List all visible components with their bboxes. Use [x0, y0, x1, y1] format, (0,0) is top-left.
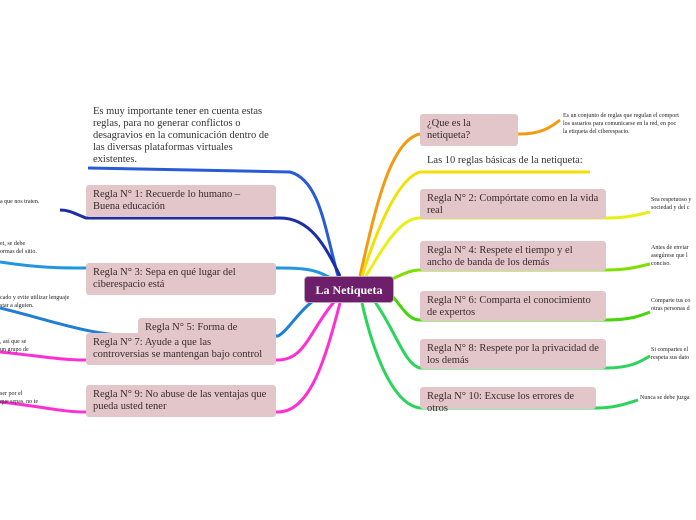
branch-subtitle	[360, 170, 590, 277]
question-node[interactable]: ¿Que es la netiqueta?	[420, 114, 518, 146]
rule-7-node[interactable]: Regla N° 7: Ayude a que las controversia…	[86, 333, 276, 365]
rule-10-note: Nunca se debe juzga	[640, 395, 690, 401]
intro-text[interactable]: Es muy importante tener en cuenta estas …	[93, 106, 269, 165]
rule-9-node[interactable]: Regla N° 9: No abuse de las ventajas que…	[86, 385, 276, 417]
rule-3-node[interactable]: Regla N° 3: Sepa en qué lugar del cibere…	[86, 263, 276, 295]
rule-10-node[interactable]: Regla N° 10: Excuse los errores de otros	[420, 387, 596, 414]
question-note: Es un conjunto de reglas que regulan el …	[563, 113, 679, 135]
branch-rule-1	[59, 208, 342, 277]
rule-1-node[interactable]: Regla N° 1: Recuerde lo humano – Buena e…	[86, 185, 276, 217]
rule-8-node[interactable]: Regla N° 8: Respete por la privacidad de…	[420, 339, 606, 369]
central-topic[interactable]: La Netiqueta	[304, 276, 394, 303]
branch-question	[358, 118, 561, 277]
rule-2-node[interactable]: Regla N° 2: Compórtate como en la vida r…	[420, 189, 606, 219]
branch-rule-10	[360, 302, 639, 410]
branch-rule-3	[0, 260, 337, 284]
rule-1-note: a que nos traten.	[0, 199, 40, 205]
branch-intro	[87, 166, 340, 277]
branch-rule-2	[364, 210, 651, 277]
subtitle-text[interactable]: Las 10 reglas básicas de la netiqueta:	[427, 155, 583, 166]
branch-rule-9	[0, 302, 342, 414]
rule-4-node[interactable]: Regla N° 4: Respete el tiempo y el ancho…	[420, 241, 606, 271]
branch-rule-8	[373, 301, 651, 370]
rule-6-node[interactable]: Regla N° 6: Comparta el conocimiento de …	[420, 291, 606, 321]
